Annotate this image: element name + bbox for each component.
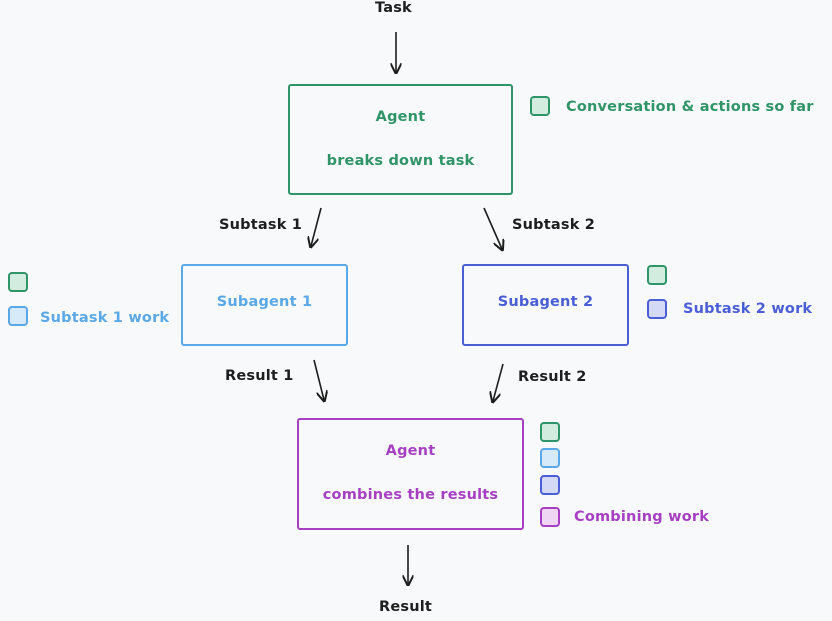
agent-top-box: Agent breaks down task: [288, 84, 513, 195]
combine-subtask2-square-icon: [540, 475, 560, 495]
conversation-legend: Conversation & actions so far: [566, 99, 814, 115]
subagent1-context-square-icon: [8, 272, 28, 292]
agent-bottom-box: Agent combines the results: [297, 418, 524, 530]
result1-label: Result 1: [225, 368, 294, 384]
subagent1-box: Subagent 1: [181, 264, 348, 346]
subagent2-title: Subagent 2: [497, 294, 594, 310]
arrow-subtask2: [483, 207, 502, 249]
subtask1-work-legend: Subtask 1 work: [40, 310, 170, 326]
agent-top-title: Agent: [375, 109, 426, 125]
subtask1-label: Subtask 1: [219, 217, 303, 233]
subtask2-label: Subtask 2: [512, 217, 596, 233]
subtask2-work-legend: Subtask 2 work: [683, 301, 813, 317]
combine-subtask1-square-icon: [540, 448, 560, 468]
result-label: Result: [379, 599, 433, 615]
arrow-result1: [313, 359, 324, 400]
result2-label: Result 2: [518, 369, 587, 385]
conversation-square-icon: [530, 96, 550, 116]
subagent1-title: Subagent 1: [216, 294, 313, 310]
agent-bottom-subtitle: combines the results: [322, 487, 499, 503]
subagent2-box: Subagent 2: [462, 264, 629, 346]
agent-bottom-title: Agent: [385, 443, 436, 459]
combining-work-square-icon: [540, 507, 560, 527]
task-label: Task: [375, 0, 412, 16]
subagent2-context-square-icon: [647, 265, 667, 285]
arrow-result2: [493, 363, 504, 401]
arrow-subtask1: [311, 207, 322, 246]
combining-work-legend: Combining work: [574, 509, 710, 525]
subtask1-work-square-icon: [8, 306, 28, 326]
subtask2-work-square-icon: [647, 299, 667, 319]
agent-top-subtitle: breaks down task: [326, 153, 475, 169]
combine-conversation-square-icon: [540, 422, 560, 442]
